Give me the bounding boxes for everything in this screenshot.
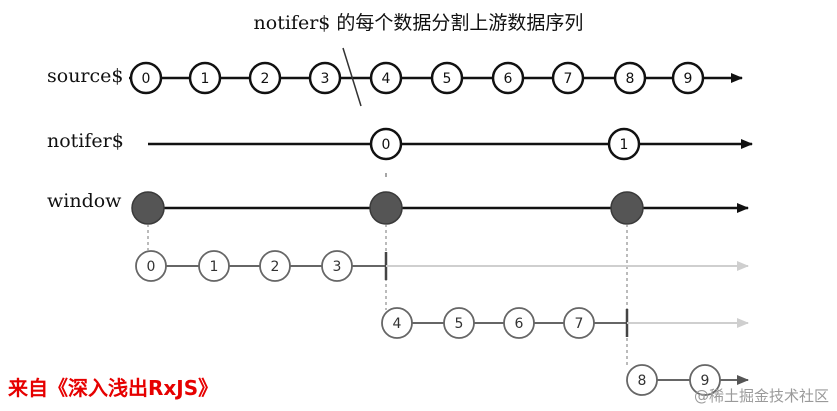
source-label: source$ — [47, 65, 124, 87]
window-1-marble-4 — [381, 307, 413, 339]
window-dot-2 — [610, 191, 644, 225]
window-0-marble-0-label: 0 — [147, 259, 156, 275]
window-1-marble-4-label: 4 — [393, 316, 402, 332]
source-marble-2-label: 2 — [261, 71, 270, 87]
window-label: window — [47, 190, 122, 212]
source-marble-6-label: 6 — [504, 71, 513, 87]
window-2-marble-9 — [689, 364, 721, 396]
notifier-marble-0-label: 0 — [382, 137, 391, 153]
window-0-marble-0 — [135, 250, 167, 282]
window-2-marble-8 — [626, 364, 658, 396]
window-dot-1 — [369, 191, 403, 225]
source-marble-9 — [671, 61, 705, 95]
watermark: @稀土掘金技术社区 — [693, 387, 829, 405]
source-marble-9-label: 9 — [684, 71, 693, 87]
window-1-marble-7-label: 7 — [575, 316, 584, 332]
source-marble-7 — [551, 61, 585, 95]
source-marble-2 — [248, 61, 282, 95]
source-marble-6 — [491, 61, 525, 95]
source-marble-5-label: 5 — [443, 71, 452, 87]
source-marble-4 — [369, 61, 403, 95]
source-marble-8 — [613, 61, 647, 95]
window-0-marble-3-label: 3 — [333, 259, 342, 275]
window-0-marble-2-label: 2 — [271, 259, 280, 275]
source-marble-3 — [308, 61, 342, 95]
source-marble-0 — [129, 61, 163, 95]
split-slash — [342, 47, 362, 107]
window-0-marble-3 — [321, 250, 353, 282]
window-1-marble-6 — [503, 307, 535, 339]
source-marble-4-label: 4 — [382, 71, 391, 87]
window-dot-0 — [131, 191, 165, 225]
window-2-marble-9-label: 9 — [701, 373, 710, 389]
window-1-marble-6-label: 6 — [515, 316, 524, 332]
source-marble-1 — [188, 61, 222, 95]
source-marble-5 — [430, 61, 464, 95]
window-1-marble-7 — [563, 307, 595, 339]
source-marble-8-label: 8 — [626, 71, 635, 87]
source-marble-3-label: 3 — [321, 71, 330, 87]
source-marble-1-label: 1 — [201, 71, 210, 87]
source-marble-0-label: 0 — [142, 71, 151, 87]
notifier-marble-1 — [607, 127, 641, 161]
diagram-caption: notifer$ 的每个数据分割上游数据序列 — [253, 12, 584, 34]
window-0-marble-1 — [198, 250, 230, 282]
window-0-marble-1-label: 1 — [210, 259, 219, 275]
notifier-marble-0 — [369, 127, 403, 161]
window-1-marble-5-label: 5 — [455, 316, 464, 332]
window-2-marble-8-label: 8 — [638, 373, 647, 389]
window-1-marble-5 — [443, 307, 475, 339]
source-marble-7-label: 7 — [564, 71, 573, 87]
source-credit: 来自《深入浅出RxJS》 — [8, 376, 219, 400]
window-0-marble-2 — [259, 250, 291, 282]
notifier-label: notifer$ — [47, 130, 124, 152]
notifier-marble-1-label: 1 — [620, 137, 629, 153]
